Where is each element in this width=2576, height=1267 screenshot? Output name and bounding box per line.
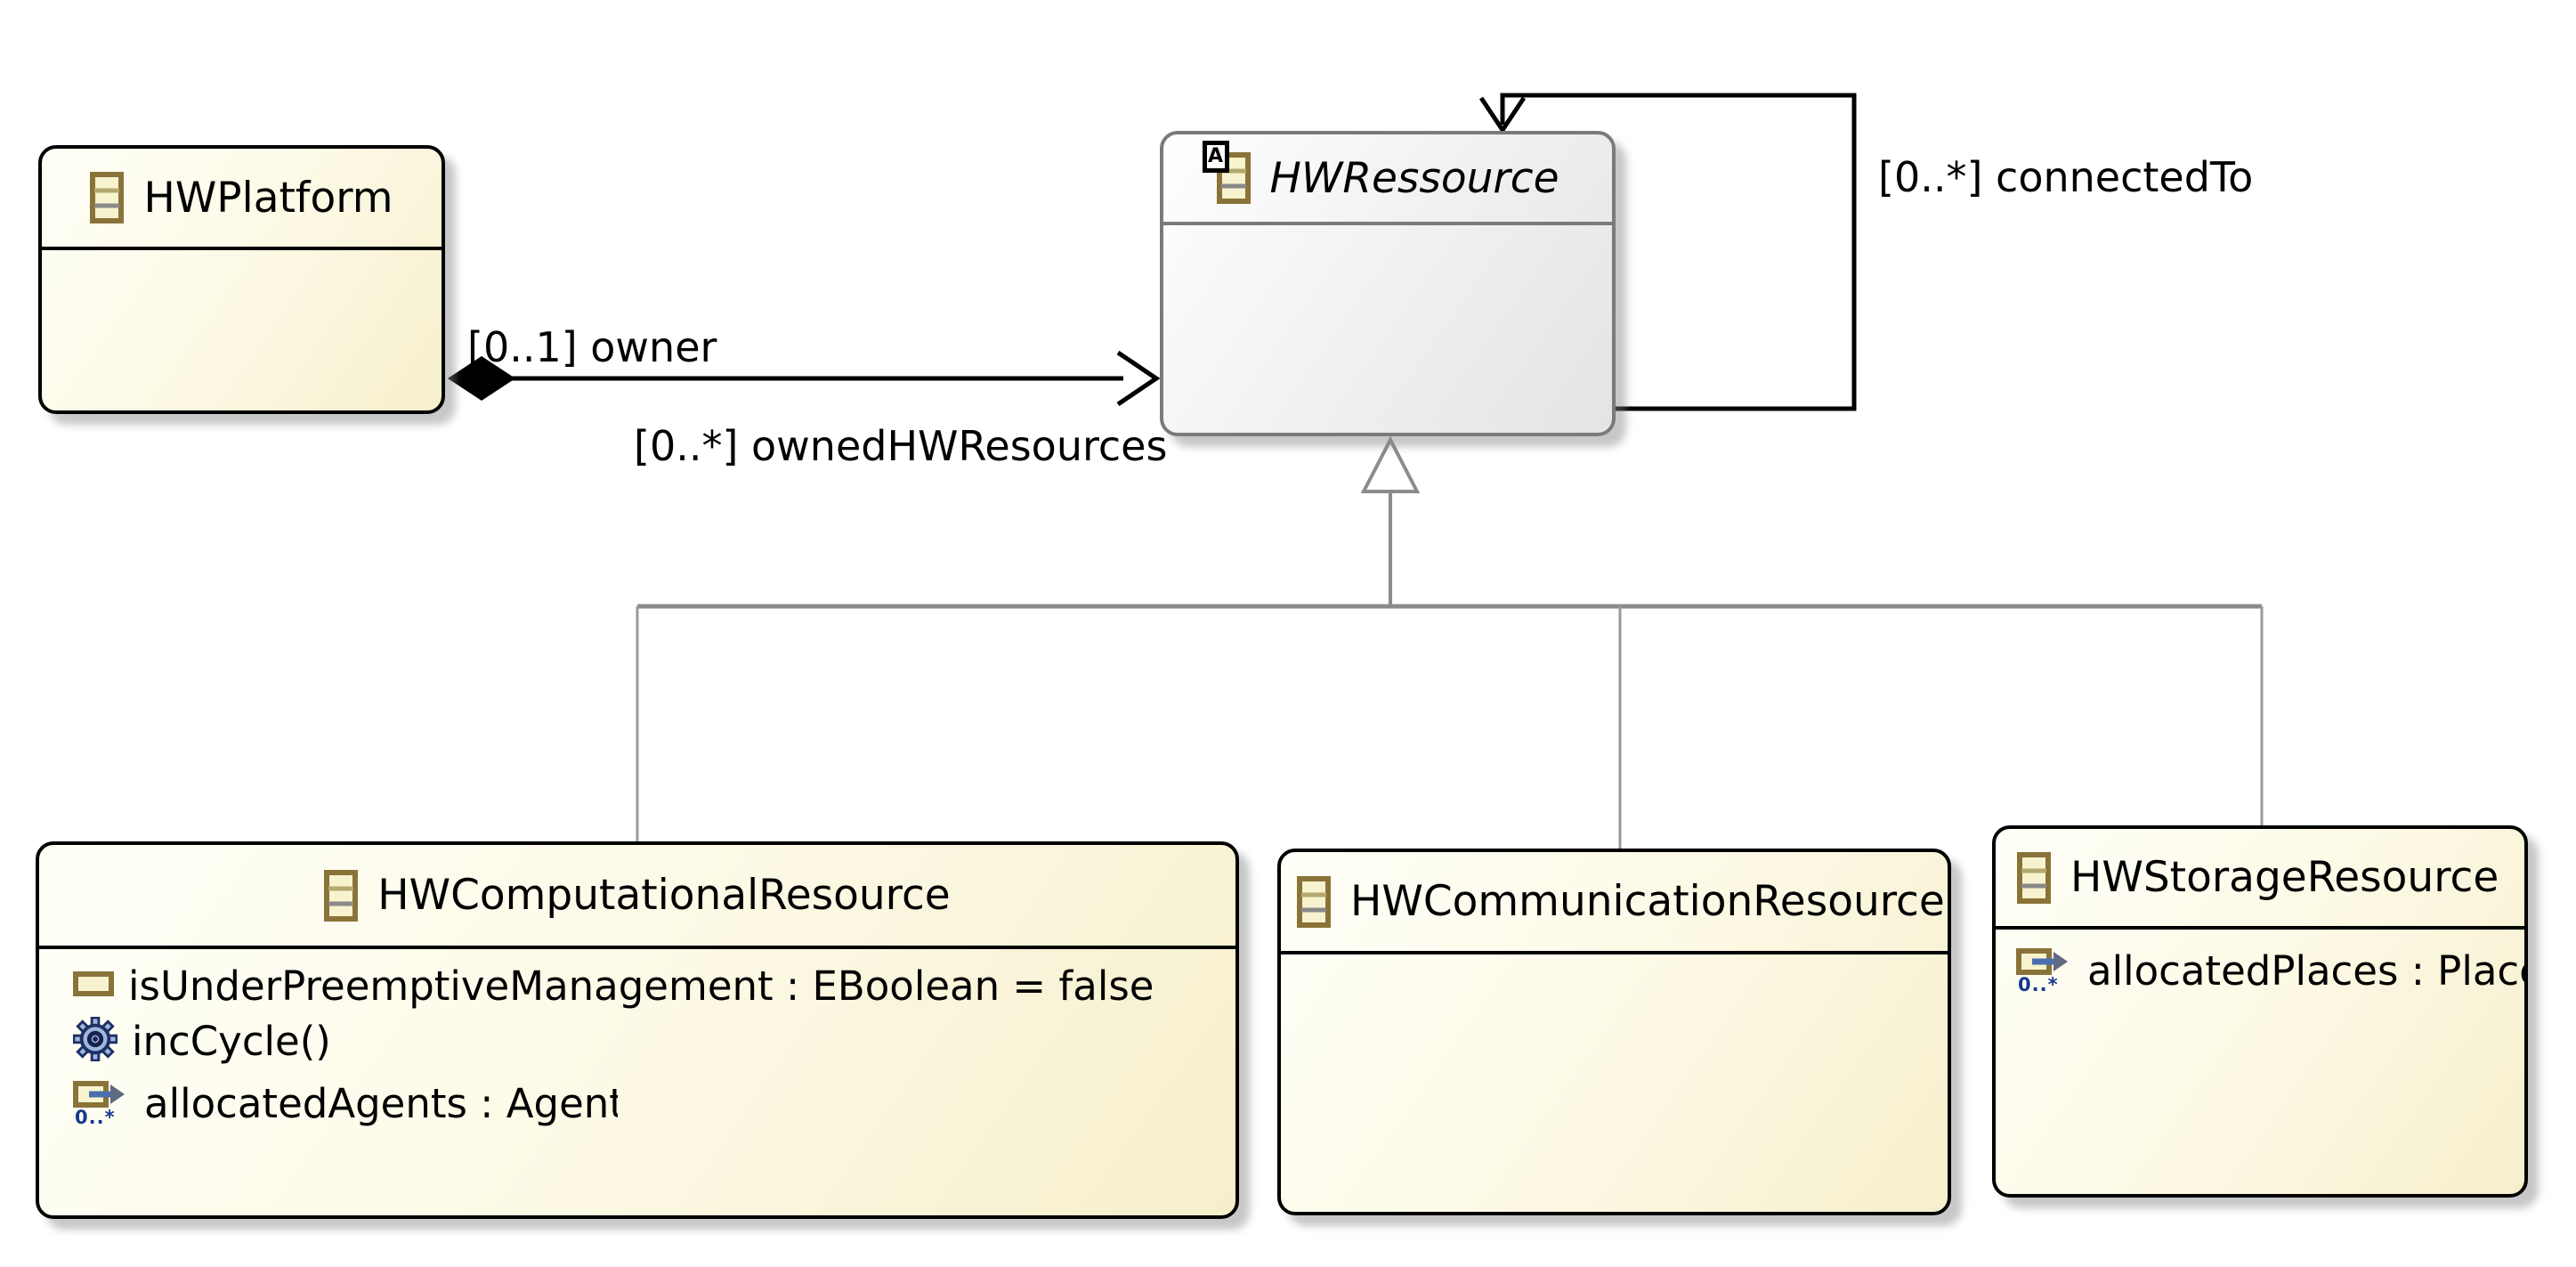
class-box-hwplatform[interactable]: HWPlatform [38, 145, 445, 414]
class-name-label: HWRessource [1269, 153, 1559, 203]
class-icon [2017, 851, 2051, 904]
class-name-label: HWComputationalResource [377, 871, 951, 920]
reference-row[interactable]: 0..* allocatedAgents : Agent [73, 1076, 1235, 1131]
reference-row[interactable]: 0..* allocatedPlaces : Place [2016, 943, 2524, 998]
self-association-edge[interactable] [1500, 93, 1857, 411]
hwcomputationalresource-body[interactable]: isUnderPreemptiveManagement : EBoolean =… [39, 949, 1235, 1215]
hwstorageresource-title-row[interactable]: HWStorageResource [1996, 829, 2524, 930]
generalization-triangle[interactable] [1360, 435, 1421, 493]
hwplatform-body[interactable] [42, 250, 441, 410]
connected-to-role-label[interactable]: [0..*] connectedTo [1878, 153, 2254, 201]
class-icon [1297, 875, 1331, 928]
reference-multiplicity: 0..* [75, 1106, 116, 1128]
abstract-badge: A [1202, 141, 1229, 173]
hwstorageresource-body[interactable]: 0..* allocatedPlaces : Place [1996, 930, 2524, 1194]
hwcomputationalresource-title-row[interactable]: HWComputationalResource [39, 845, 1235, 949]
hwcommunicationresource-body[interactable] [1281, 954, 1948, 1212]
class-name-label: HWCommunicationResource [1350, 877, 1945, 926]
reference-icon: 0..* [2016, 947, 2073, 995]
class-box-hwressource[interactable]: A HWRessource [1160, 131, 1616, 436]
operation-gear-icon [72, 1016, 118, 1065]
composition-diamond [448, 356, 515, 401]
operation-row[interactable]: incCycle() [72, 1013, 1235, 1068]
composition-arrowhead [1116, 350, 1161, 407]
class-icon [90, 172, 125, 223]
class-icon [324, 869, 359, 922]
class-box-hwstorageresource[interactable]: HWStorageResource 0..* allocatedPlaces :… [1992, 825, 2528, 1198]
reference-label: allocatedPlaces : Place [2087, 946, 2528, 995]
hwplatform-title-row[interactable]: HWPlatform [42, 149, 441, 250]
class-box-hwcommunicationresource[interactable]: HWCommunicationResource [1277, 849, 1951, 1215]
class-box-hwcomputationalresource[interactable]: HWComputationalResource isUnderPreemptiv… [36, 841, 1239, 1219]
class-name-label: HWPlatform [143, 173, 393, 223]
reference-icon: 0..* [73, 1080, 130, 1127]
attribute-label: isUnderPreemptiveManagement : EBoolean =… [128, 962, 1154, 1010]
operation-label: incCycle() [132, 1017, 331, 1065]
owner-role-label[interactable]: [0..1] owner [467, 323, 717, 371]
self-association-arrowhead [1478, 96, 1527, 134]
reference-label: allocatedAgents : Agent [144, 1079, 618, 1127]
abstract-class-icon: A [1202, 141, 1251, 204]
owned-hwresources-role-label[interactable]: [0..*] ownedHWResources [634, 422, 1168, 470]
hwressource-title-row[interactable]: A HWRessource [1163, 134, 1612, 225]
class-name-label: HWStorageResource [2070, 853, 2499, 902]
hwcommunicationresource-title-row[interactable]: HWCommunicationResource [1281, 852, 1948, 954]
hwressource-body[interactable] [1163, 225, 1612, 433]
attribute-row[interactable]: isUnderPreemptiveManagement : EBoolean =… [73, 958, 1235, 1013]
attribute-icon [73, 971, 114, 1000]
reference-multiplicity: 0..* [2018, 973, 2059, 995]
